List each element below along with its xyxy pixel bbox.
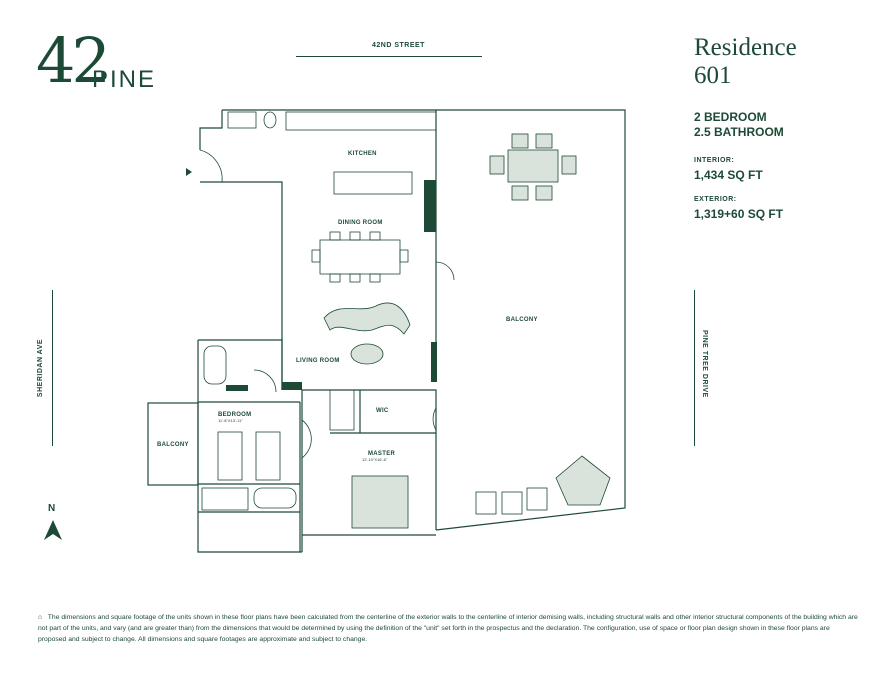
wall-bedroom-left xyxy=(197,340,302,553)
home-icon: ⌂ xyxy=(38,614,43,621)
toilet-top xyxy=(263,111,277,129)
street-line-top xyxy=(296,56,482,57)
dining-chairs xyxy=(311,231,409,283)
street-line-left xyxy=(52,290,53,446)
street-line-right xyxy=(694,290,695,446)
disclaimer-text: ⌂ The dimensions and square footage of t… xyxy=(38,612,858,645)
shower-lower xyxy=(201,487,249,511)
room-label-bedroom: BEDROOM xyxy=(218,412,251,418)
lounger-center xyxy=(501,491,523,515)
wall-entry xyxy=(200,181,283,260)
brand-logo-number: 42 xyxy=(36,24,111,97)
bathroom-count: 2.5 BATHROOM xyxy=(694,125,784,139)
residence-title-line1: Residence xyxy=(694,34,797,61)
dining-table xyxy=(319,239,401,275)
room-label-balcony-main: BALCONY xyxy=(506,317,538,323)
door-balcony xyxy=(435,261,455,281)
kitchen-counter-top xyxy=(285,111,437,131)
door-balcony-master xyxy=(432,407,437,431)
entry-arrow-icon xyxy=(186,168,192,176)
room-label-balcony-side: BALCONY xyxy=(157,442,189,448)
bedroom-count: 2 BEDROOM xyxy=(694,110,767,124)
kitchen-island xyxy=(333,171,413,195)
wic-shelving xyxy=(329,389,355,431)
coffee-table xyxy=(350,343,384,365)
disclaimer-body: The dimensions and square footage of the… xyxy=(38,614,858,643)
room-label-living: LIVING ROOM xyxy=(296,358,340,364)
balcony-side-outline xyxy=(147,402,199,486)
room-label-wic: WIC xyxy=(376,408,389,414)
north-label: N xyxy=(48,503,56,514)
twin-bed-right xyxy=(255,431,281,481)
column-bath xyxy=(226,385,248,391)
residence-number: 601 xyxy=(694,62,732,89)
door-master xyxy=(301,419,312,459)
interior-label: INTERIOR: xyxy=(694,157,735,164)
room-dim-bedroom: 11'-8"X13'-11" xyxy=(218,418,243,423)
room-dim-master: 12'-10"X16'-6" xyxy=(362,457,388,462)
door-bath xyxy=(253,369,277,393)
column-right-upper xyxy=(424,180,436,232)
room-label-master: MASTER xyxy=(368,451,395,457)
twin-bed-left xyxy=(217,431,243,481)
wall-bath-top xyxy=(198,339,283,390)
balcony-umbrella xyxy=(555,455,611,506)
kitchen-sink-left xyxy=(227,111,257,129)
lounger-left xyxy=(475,491,497,515)
balcony-dining-table xyxy=(507,149,559,183)
street-label-top: 42ND STREET xyxy=(372,42,425,49)
lounger-right xyxy=(526,487,548,511)
column-living xyxy=(282,382,302,390)
balcony-chairs xyxy=(489,133,577,201)
room-label-kitchen: KITCHEN xyxy=(348,151,377,157)
interior-value: 1,434 SQ FT xyxy=(694,168,763,182)
sofa xyxy=(323,302,411,335)
brand-logo-name: PINE xyxy=(92,66,157,93)
room-label-dining: DINING ROOM xyxy=(338,220,383,226)
door-entry xyxy=(199,149,223,183)
balcony-main-outline xyxy=(435,109,626,531)
exterior-value: 1,319+60 SQ FT xyxy=(694,207,784,221)
master-bed xyxy=(351,475,409,529)
bathtub-upper xyxy=(203,345,227,385)
exterior-label: EXTERIOR: xyxy=(694,196,737,203)
bathtub-lower xyxy=(253,487,297,509)
wall-kitchen-left xyxy=(199,110,223,150)
column-right-lower xyxy=(431,342,437,382)
residence-title: Residence 601 xyxy=(694,34,844,90)
north-arrow-icon xyxy=(44,520,62,540)
